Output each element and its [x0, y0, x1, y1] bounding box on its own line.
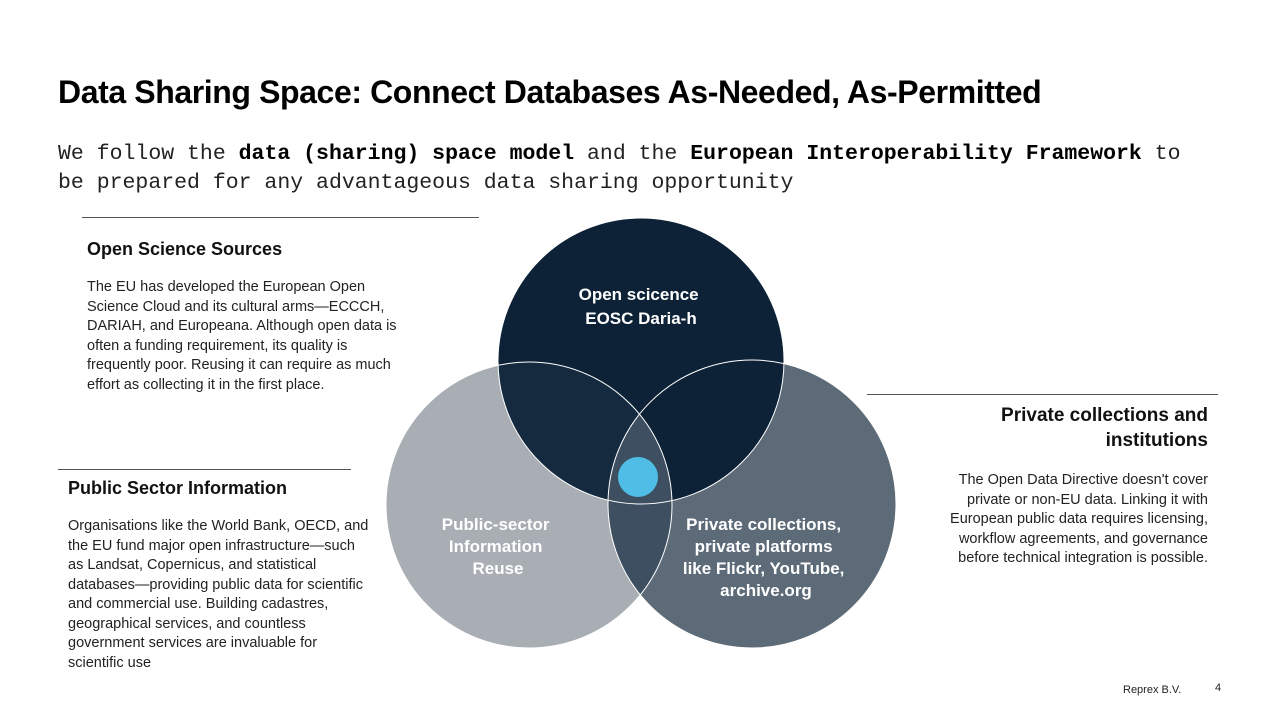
public-sector-body: Organisations like the World Bank, OECD,…: [68, 518, 369, 671]
open-science-body: The EU has developed the European Open S…: [87, 279, 397, 393]
venn-label-public-sector: Public-sector Information Reuse: [442, 515, 554, 578]
footer-company: Reprex B.V.: [1123, 684, 1182, 696]
public-sector-panel: Public Sector Information Organisations …: [68, 477, 373, 673]
subtitle-bold-1: data (sharing) space model: [238, 142, 575, 166]
venn-diagram: Open scicence EOSC Daria-h Public-sector…: [385, 217, 897, 649]
private-divider: [867, 394, 1218, 395]
page-number: 4: [1215, 682, 1222, 694]
private-panel: Private collections and institutions The…: [940, 403, 1208, 569]
venn-label-open-science: Open scicence EOSC Daria-h: [579, 285, 704, 328]
venn-outline-left: [385, 361, 673, 649]
open-science-divider: [82, 217, 479, 218]
slide-title: Data Sharing Space: Connect Databases As…: [58, 74, 1042, 110]
venn-outline-right: [607, 359, 897, 649]
subtitle-text-2: and the: [574, 142, 691, 166]
public-sector-heading: Public Sector Information: [68, 478, 288, 498]
public-sector-divider: [58, 469, 351, 470]
subtitle-bold-2: European Interoperability Framework: [690, 142, 1142, 166]
venn-overlap-top-left: [498, 362, 672, 504]
subtitle-text-1: We follow the: [58, 142, 239, 166]
private-heading: Private collections and institutions: [1001, 405, 1208, 451]
slide-subtitle: We follow the data (sharing) space model…: [58, 140, 1198, 198]
open-science-heading: Open Science Sources: [87, 239, 283, 259]
venn-outline-top: [497, 217, 785, 505]
private-body: The Open Data Directive doesn't cover pr…: [950, 472, 1208, 566]
open-science-panel: Open Science Sources The EU has develope…: [87, 238, 407, 395]
venn-center-dot: [618, 457, 658, 497]
venn-label-private: Private collections, private platforms l…: [683, 515, 849, 600]
subtitle-text-3: to be prepared for any advantageous data…: [58, 142, 1181, 195]
